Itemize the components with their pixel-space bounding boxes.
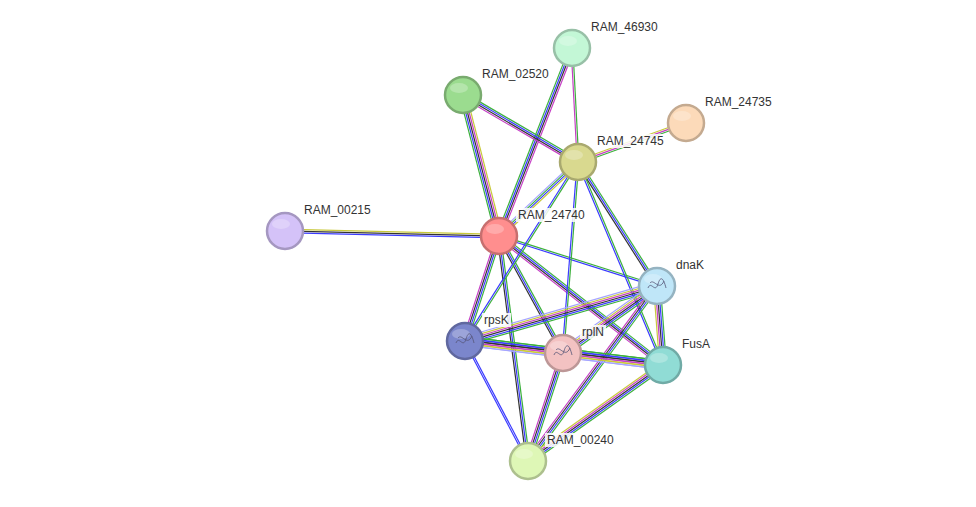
evidence-line (471, 112, 498, 218)
evidence-line (303, 230, 481, 234)
protein-node: rpsK (447, 323, 483, 359)
node-label: RAM_46930 (589, 20, 660, 34)
evidence-line (580, 300, 645, 346)
interaction-edge (512, 245, 651, 356)
interaction-edge (303, 230, 481, 238)
interaction-edge (575, 293, 645, 346)
interaction-edge (464, 112, 498, 220)
node-label: rplN (580, 325, 606, 339)
evidence-line (545, 378, 651, 453)
evidence-line (481, 287, 638, 332)
evidence-line (473, 357, 519, 445)
node-label: RAM_02520 (480, 67, 551, 81)
interaction-edge (503, 64, 568, 220)
evidence-line (478, 105, 562, 154)
protein-node: RAM_24745 (560, 144, 596, 180)
evidence-line (480, 102, 564, 151)
node-circle (543, 333, 583, 373)
evidence-line (466, 113, 493, 219)
evidence-line (537, 299, 645, 445)
node-label: dnaK (674, 258, 706, 272)
evidence-line (595, 129, 669, 156)
node-circle (443, 75, 483, 115)
node-label: RAM_24745 (595, 134, 666, 148)
evidence-line (469, 112, 496, 218)
evidence-line (543, 375, 649, 450)
interaction-edge (541, 373, 651, 454)
protein-node: RAM_46930 (554, 30, 590, 66)
evidence-line (589, 176, 649, 270)
node-label: RAM_00215 (302, 203, 373, 217)
node-circle (666, 103, 706, 143)
node-label: FusA (680, 337, 712, 351)
evidence-line (508, 66, 568, 220)
interaction-edge (477, 102, 563, 155)
evidence-line (514, 246, 650, 353)
node-circle (445, 321, 485, 361)
evidence-line (544, 377, 650, 452)
interaction-edge (580, 351, 645, 367)
node-circle (558, 142, 598, 182)
evidence-line (541, 373, 647, 448)
evidence-line (479, 103, 563, 152)
evidence-line (467, 112, 494, 218)
interaction-edge (474, 177, 569, 326)
protein-node: RAM_00240 (510, 443, 546, 479)
protein-node: RAM_02520 (445, 77, 481, 113)
interaction-edge (572, 66, 578, 144)
evidence-line (513, 248, 649, 355)
evidence-line (584, 179, 655, 349)
evidence-line (477, 106, 561, 155)
node-circle (508, 441, 548, 481)
evidence-line (474, 357, 520, 445)
evidence-line (464, 113, 491, 219)
evidence-line (475, 178, 569, 327)
evidence-line (542, 374, 648, 449)
protein-node: RAM_00215 (267, 213, 303, 249)
node-circle (479, 216, 519, 256)
evidence-line (516, 241, 640, 280)
evidence-line (580, 359, 644, 367)
interaction-edge (473, 357, 521, 446)
protein-node: dnaK (639, 268, 675, 304)
interaction-edge (584, 178, 657, 348)
interaction-edge (594, 128, 669, 158)
node-label: RAM_24740 (516, 208, 587, 222)
evidence-line (581, 358, 645, 366)
node-label: RAM_00240 (545, 433, 616, 447)
evidence-line (503, 64, 563, 218)
protein-node: RAM_24740 (481, 218, 517, 254)
node-label: rpsK (482, 313, 511, 327)
node-circle (643, 345, 683, 385)
evidence-line (474, 177, 568, 326)
evidence-line (586, 178, 657, 348)
evidence-line (512, 249, 648, 356)
node-circle (637, 266, 677, 306)
evidence-line (581, 356, 645, 364)
node-circle (552, 28, 592, 68)
evidence-line (596, 131, 670, 158)
evidence-line (594, 128, 668, 155)
interaction-edge (655, 304, 665, 348)
evidence-line (588, 177, 648, 271)
evidence-line (586, 178, 646, 272)
protein-node: RAM_24735 (668, 105, 704, 141)
protein-node: rplN (545, 335, 581, 371)
node-circle (265, 211, 305, 251)
evidence-line (572, 66, 576, 144)
evidence-line (655, 304, 658, 347)
protein-node: FusA (645, 347, 681, 383)
evidence-line (575, 293, 640, 339)
node-label: RAM_24735 (703, 95, 774, 109)
